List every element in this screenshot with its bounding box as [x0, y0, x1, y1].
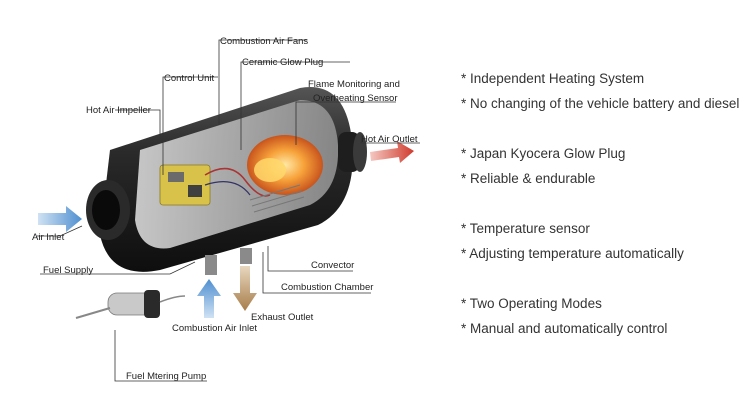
feature-item: * Temperature sensor: [461, 221, 590, 236]
feature-item: * No changing of the vehicle battery and…: [461, 96, 739, 111]
air-inlet-arrow: [38, 206, 82, 232]
label-fuel-supply: Fuel Supply: [43, 265, 93, 276]
exhaust-outlet-arrow: [233, 266, 257, 311]
diagram-labels: Combustion Air Fans Ceramic Glow Plug Co…: [32, 36, 418, 382]
label-hot-air-impeller: Hot Air Impeller: [86, 105, 151, 116]
hot-air-outlet-arrow: [370, 141, 414, 163]
label-ceramic-glow-plug: Ceramic Glow Plug: [242, 57, 323, 68]
label-combustion-air-inlet: Combustion Air Inlet: [172, 323, 257, 334]
label-exhaust-outlet: Exhaust Outlet: [251, 312, 314, 323]
feature-item: * Manual and automatically control: [461, 321, 667, 336]
feature-item: * Reliable & endurable: [461, 171, 595, 186]
feature-item: * Japan Kyocera Glow Plug: [461, 146, 625, 161]
combustion-air-inlet-arrow: [197, 279, 221, 318]
fuel-pump-illustration: [75, 290, 186, 319]
label-combustion-air-fans: Combustion Air Fans: [220, 36, 308, 47]
leader-lines: [37, 39, 420, 382]
label-combustion-chamber: Combustion Chamber: [281, 282, 373, 293]
label-flame-monitoring-line2: Overheating Sensor: [313, 93, 398, 104]
label-hot-air-outlet: Hot Air Outlet: [361, 134, 418, 145]
feature-list: * Independent Heating System * No changi…: [461, 71, 739, 336]
label-convector: Convector: [311, 260, 354, 271]
feature-item: * Two Operating Modes: [461, 296, 602, 311]
label-air-inlet: Air Inlet: [32, 232, 65, 243]
feature-item: * Adjusting temperature automatically: [461, 246, 684, 261]
feature-item: * Independent Heating System: [461, 71, 644, 86]
label-control-unit: Control Unit: [164, 73, 215, 84]
label-fuel-metering-pump: Fuel Mtering Pump: [126, 371, 206, 382]
label-flame-monitoring-line1: Flame Monitoring and: [308, 79, 400, 90]
